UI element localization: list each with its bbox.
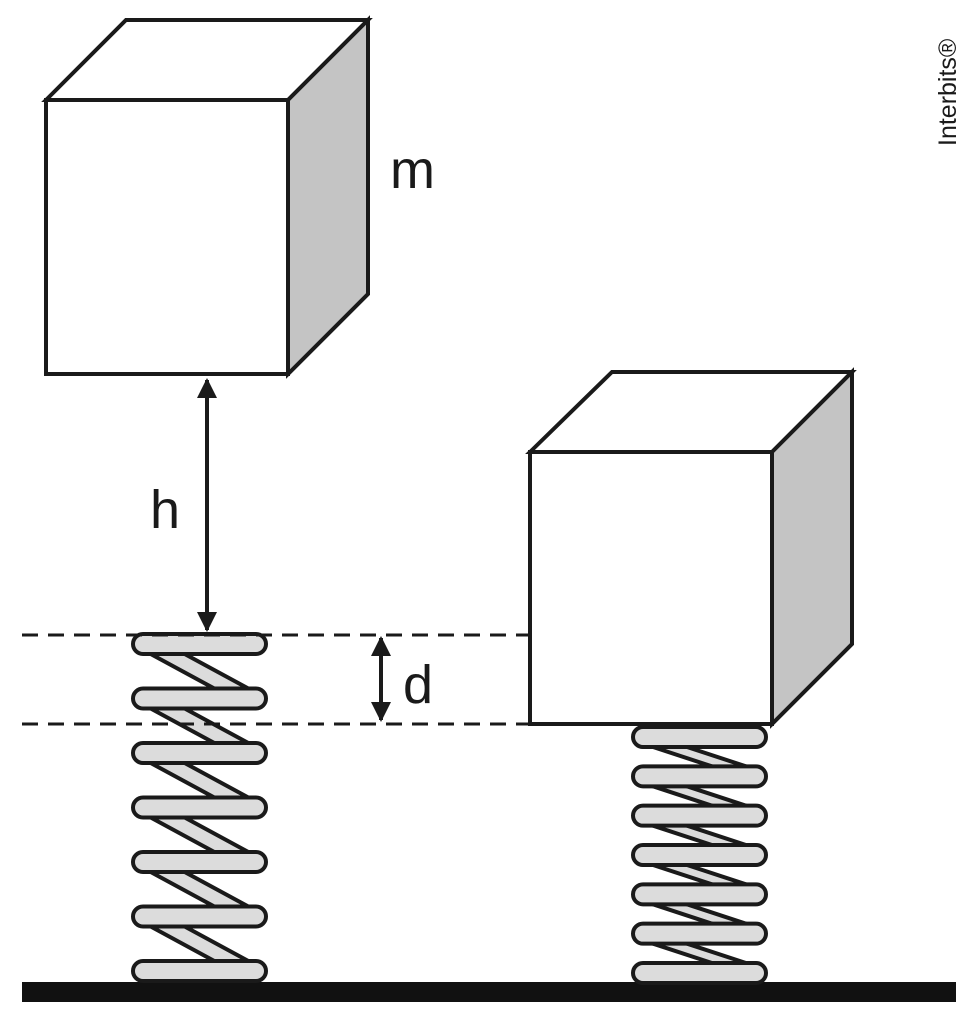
ground [22,982,956,1002]
relaxed-spring-coil [131,632,268,656]
relaxed-spring-coil [131,686,268,711]
compressed-spring-coil [631,764,768,789]
relaxed-spring-coil-link [145,650,254,693]
relaxed-spring-coil-link [145,922,254,965]
compressed-spring [631,725,768,985]
relaxed-spring-coil [131,959,268,983]
compressed-spring-coil [631,725,768,749]
compressed-spring-coil [631,961,768,985]
relaxed-spring-coil-link [145,704,254,747]
compression-label: d [403,655,433,715]
relaxed-spring-coil [131,741,268,765]
compressed-spring-coil [631,843,768,867]
resting-block-front-face [528,450,774,726]
relaxed-spring [131,632,268,983]
falling-block [41,15,373,379]
relaxed-spring-coil [131,904,268,929]
falling-block-front-face [44,98,290,376]
relaxed-spring-coil-link [145,868,254,911]
height-label: h [150,480,180,540]
compressed-spring-coil [631,921,768,946]
watermark: Interbits® [934,38,962,146]
relaxed-spring-coil [131,850,268,874]
relaxed-spring-coil-link [145,813,254,856]
mass-label: m [390,140,435,200]
compressed-spring-coil [631,882,768,907]
compressed-spring-coil [631,803,768,828]
relaxed-spring-coil-link [145,759,254,802]
resting-block [525,367,857,729]
relaxed-spring-coil [131,795,268,820]
